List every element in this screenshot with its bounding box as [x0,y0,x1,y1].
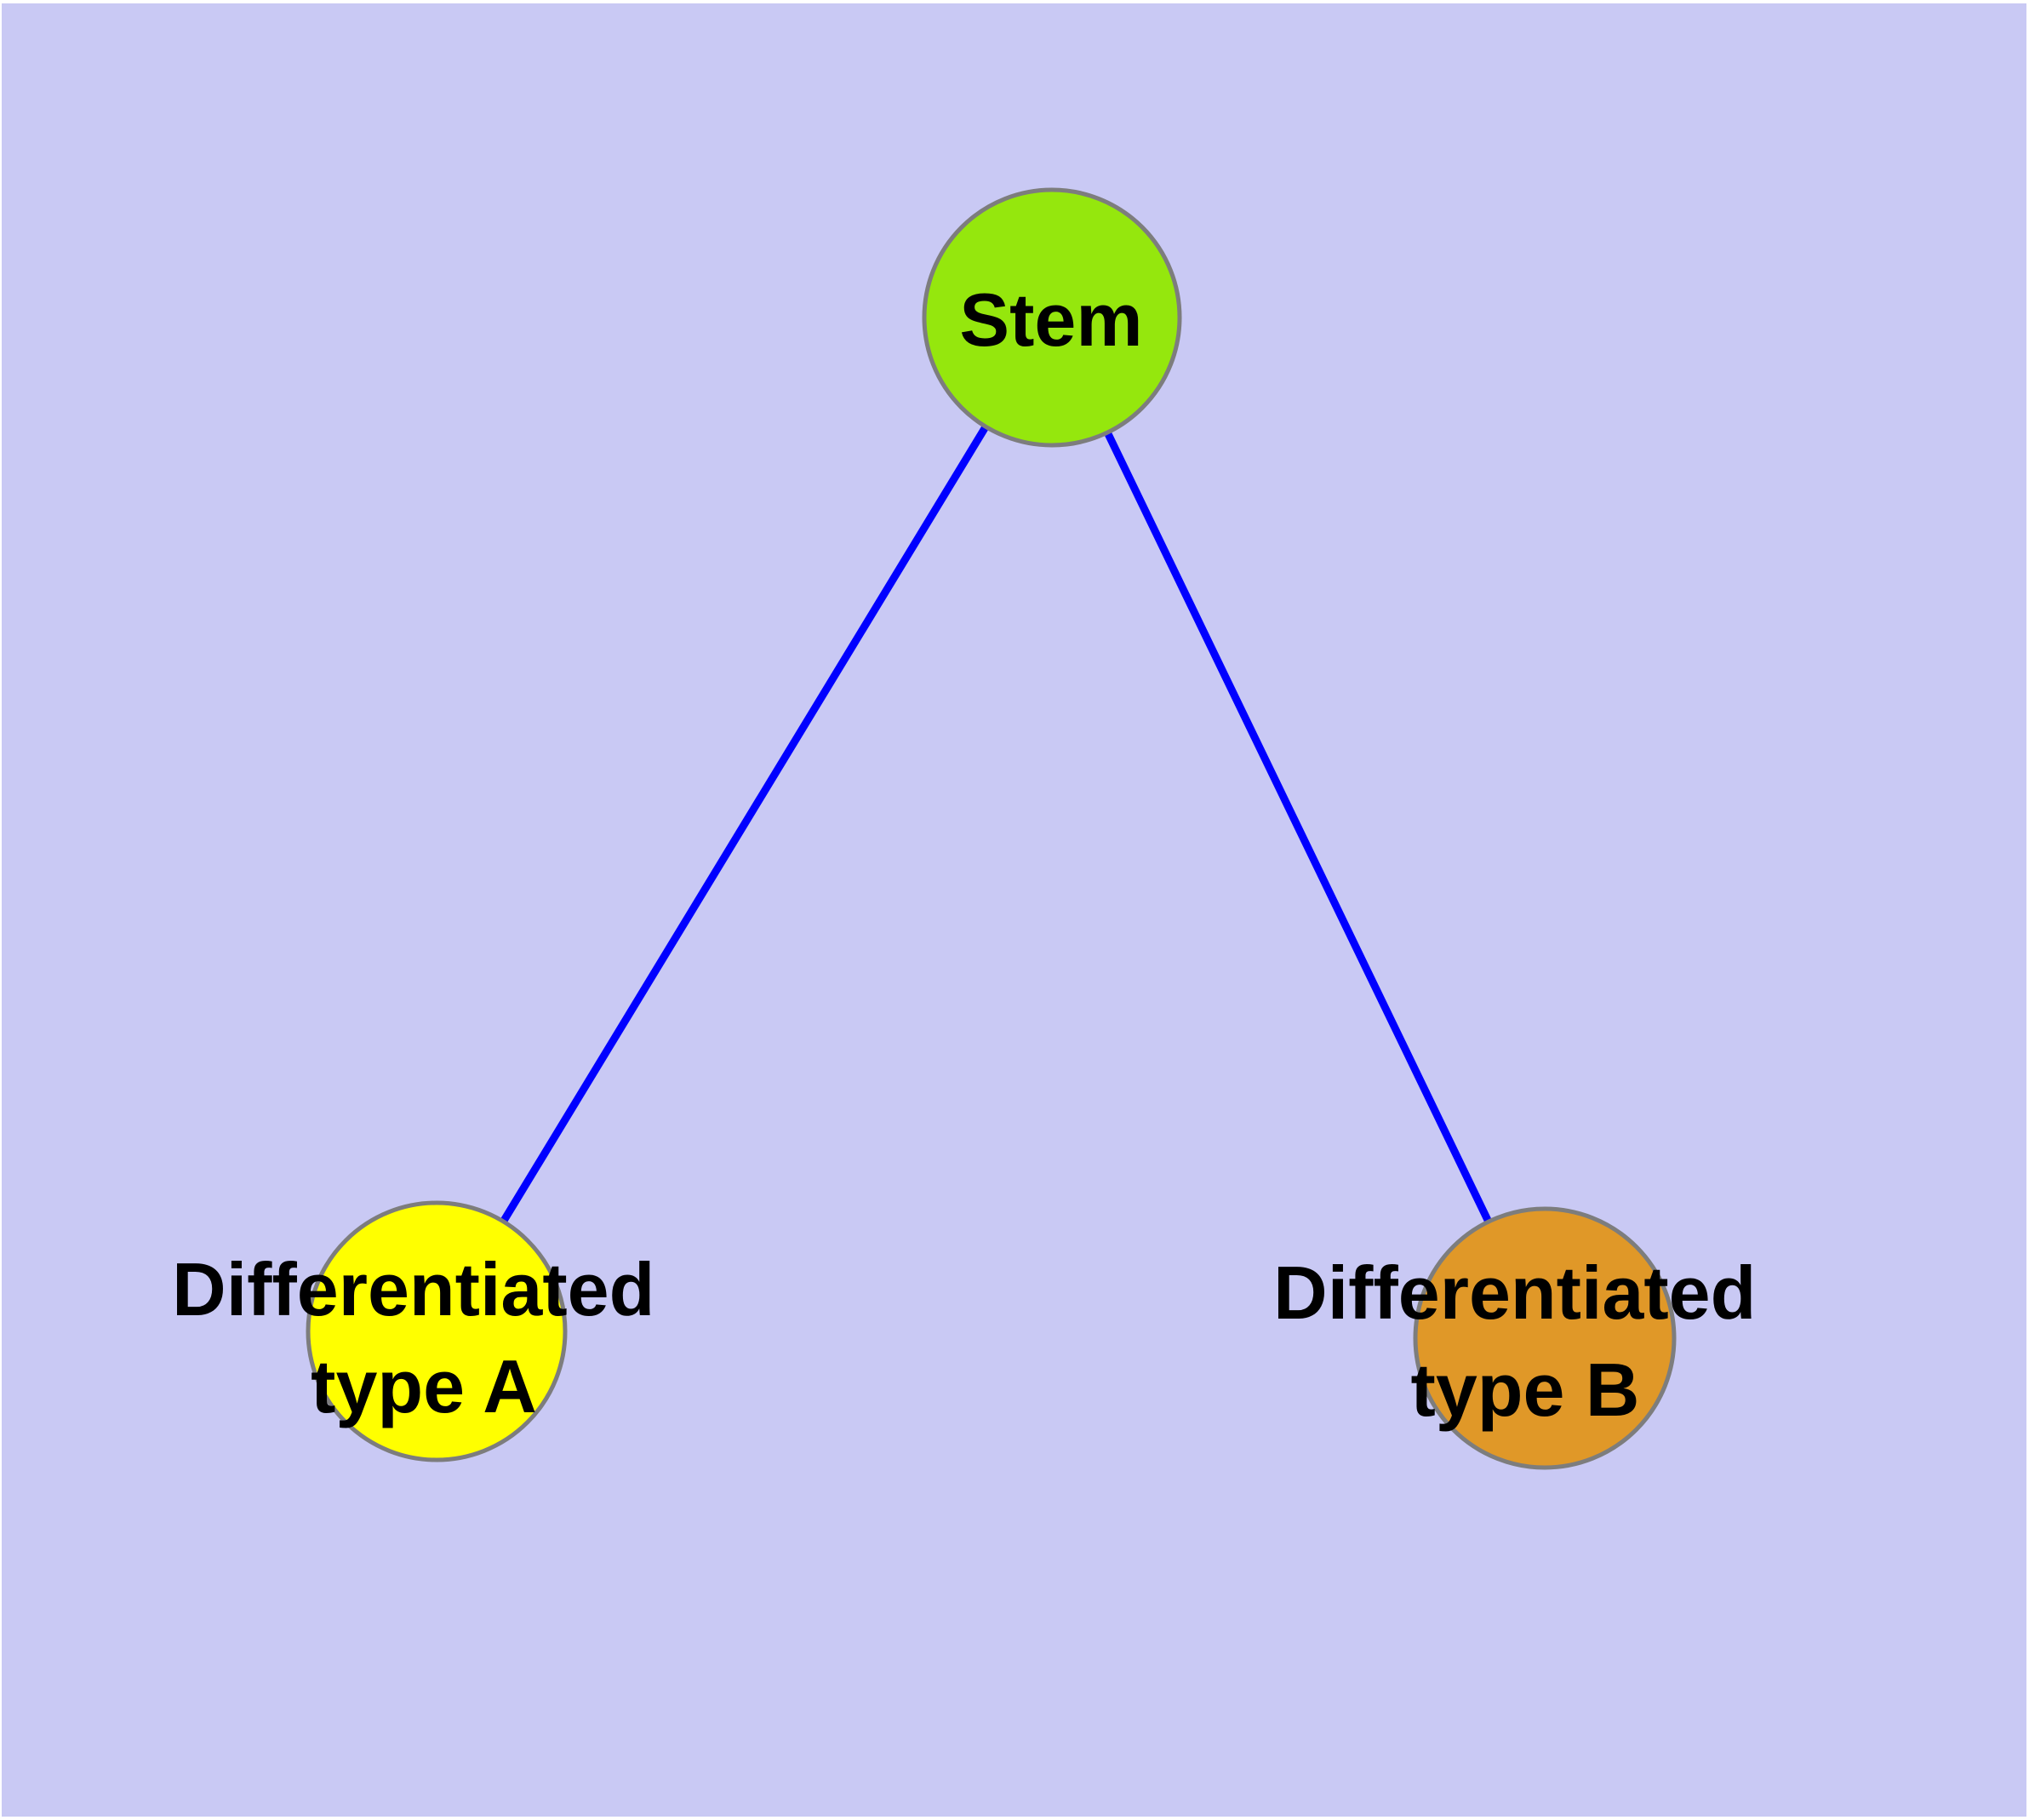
node-stem [922,187,1182,448]
label-line: type B [1411,1348,1640,1432]
label-line: type A [311,1344,537,1428]
edge-stem-to-type-a [433,315,1055,1334]
node-label-differentiated-type-b: Differentiated type B [1273,1251,1777,1432]
node-label-differentiated-type-a: Differentiated type A [172,1247,676,1428]
label-line: Differentiated [172,1247,654,1331]
label-line: Differentiated [1273,1251,1756,1335]
label-line: Stem [959,278,1142,362]
node-differentiated-type-a [306,1200,568,1462]
edge-stem-to-type-b [1048,316,1549,1340]
node-differentiated-type-b [1413,1206,1677,1470]
node-label-stem: Stem [959,278,1142,362]
